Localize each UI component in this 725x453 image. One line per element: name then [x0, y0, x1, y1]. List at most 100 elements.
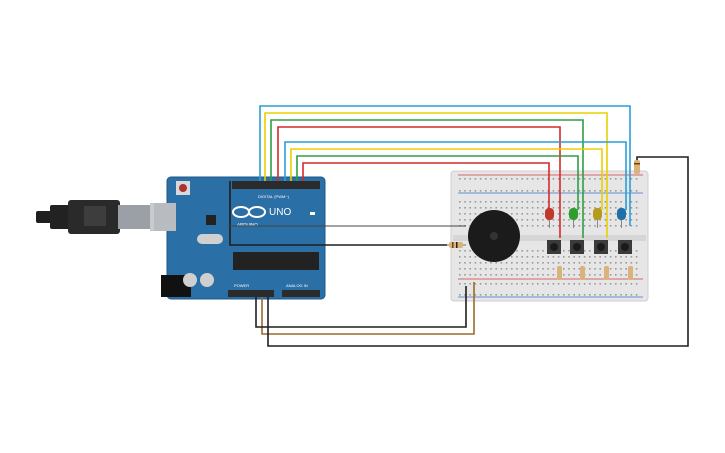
breadboard-hole [531, 294, 534, 296]
breadboard-hole [563, 283, 565, 285]
breadboard-hole [568, 190, 570, 192]
leds [545, 208, 626, 228]
breadboard-hole [547, 262, 549, 264]
breadboard-hole [537, 190, 539, 192]
breadboard-hole [547, 256, 549, 258]
wire-brown [261, 282, 475, 335]
breadboard-hole [609, 250, 612, 252]
breadboard-hole [531, 213, 534, 215]
breadboard-hole [521, 283, 523, 285]
breadboard-hole [594, 294, 596, 296]
power-header-label: POWER [234, 283, 249, 288]
wire-blue [284, 141, 627, 210]
breadboard-hole [537, 283, 539, 285]
breadboard-hole [578, 219, 581, 221]
breadboard-hole [630, 294, 633, 296]
breadboard-hole [583, 225, 586, 227]
breadboard-hole [563, 262, 565, 264]
breadboard-hole [516, 268, 518, 270]
breadboard-hole [615, 283, 617, 285]
breadboard-hole [578, 201, 581, 203]
breadboard-hole [537, 262, 539, 264]
breadboard-hole [594, 225, 596, 227]
breadboard-hole [469, 256, 471, 258]
breadboard-hole [552, 207, 555, 209]
breadboard-hole [615, 256, 617, 258]
breadboard-hole [516, 250, 518, 252]
breadboard-hole [459, 256, 461, 258]
breadboard-hole [464, 283, 466, 285]
breadboard-hole [599, 268, 601, 270]
breadboard-hole [464, 294, 466, 296]
breadboard-hole [459, 190, 461, 192]
breadboard-hole [557, 213, 560, 215]
breadboard-hole [609, 256, 612, 258]
breadboard-hole [604, 207, 607, 209]
breadboard-hole [630, 225, 633, 227]
breadboard-hole [469, 213, 471, 215]
breadboard-hole [557, 262, 560, 264]
breadboard-hole [526, 250, 529, 252]
breadboard-hole [505, 283, 508, 285]
breadboard-hole [500, 201, 503, 203]
breadboard-hole [563, 268, 565, 270]
breadboard-hole [511, 274, 513, 276]
breadboard-hole [578, 256, 581, 258]
breadboard-hole [542, 190, 544, 192]
breadboard-hole [469, 190, 471, 192]
breadboard-hole [604, 262, 607, 264]
led-red [545, 208, 554, 228]
model-label: UNO [269, 207, 291, 218]
breadboard-hole [604, 190, 607, 192]
breadboard-hole [552, 256, 555, 258]
breadboard-hole [635, 201, 638, 203]
breadboard-hole [474, 274, 477, 276]
breadboard-hole [557, 219, 560, 221]
breadboard-hole [531, 219, 534, 221]
breadboard-hole [459, 283, 461, 285]
breadboard-hole [609, 262, 612, 264]
breadboard-hole [537, 250, 539, 252]
breadboard-hole [630, 256, 633, 258]
breadboard-hole [635, 268, 638, 270]
breadboard-hole [599, 201, 601, 203]
breadboard-hole [557, 256, 560, 258]
breadboard-hole [620, 294, 622, 296]
breadboard-hole [521, 213, 523, 215]
breadboard-hole [516, 256, 518, 258]
breadboard-hole [464, 250, 466, 252]
breadboard-hole [594, 268, 596, 270]
breadboard-hole [490, 190, 492, 192]
led-blue [617, 208, 626, 228]
breadboard-hole [609, 268, 612, 270]
breadboard-hole [609, 219, 612, 221]
breadboard-hole [542, 225, 544, 227]
breadboard-hole [615, 190, 617, 192]
breadboard-hole [563, 219, 565, 221]
breadboard-hole [511, 213, 513, 215]
breadboard-hole [594, 262, 596, 264]
breadboard-hole [516, 213, 518, 215]
breadboard-hole [620, 178, 622, 180]
breadboard-hole [469, 268, 471, 270]
breadboard-hole [573, 201, 575, 203]
breadboard-hole [521, 268, 523, 270]
breadboard-hole [563, 178, 565, 180]
breadboard-hole [583, 207, 586, 209]
breadboard-hole [537, 178, 539, 180]
breadboard-hole [485, 178, 487, 180]
breadboard-hole [615, 262, 617, 264]
breadboard-hole [547, 283, 549, 285]
breadboard-hole [573, 207, 575, 209]
usb-chip [206, 215, 216, 225]
breadboard-hole [547, 225, 549, 227]
wire-black [255, 286, 467, 328]
breadboard-hole [620, 190, 622, 192]
breadboard-hole [594, 190, 596, 192]
breadboard-hole [531, 256, 534, 258]
breadboard-hole [578, 213, 581, 215]
push-button-cap [621, 243, 629, 251]
microcontroller-chip [233, 252, 319, 270]
breadboard-hole [521, 207, 523, 209]
breadboard-hole [573, 256, 575, 258]
